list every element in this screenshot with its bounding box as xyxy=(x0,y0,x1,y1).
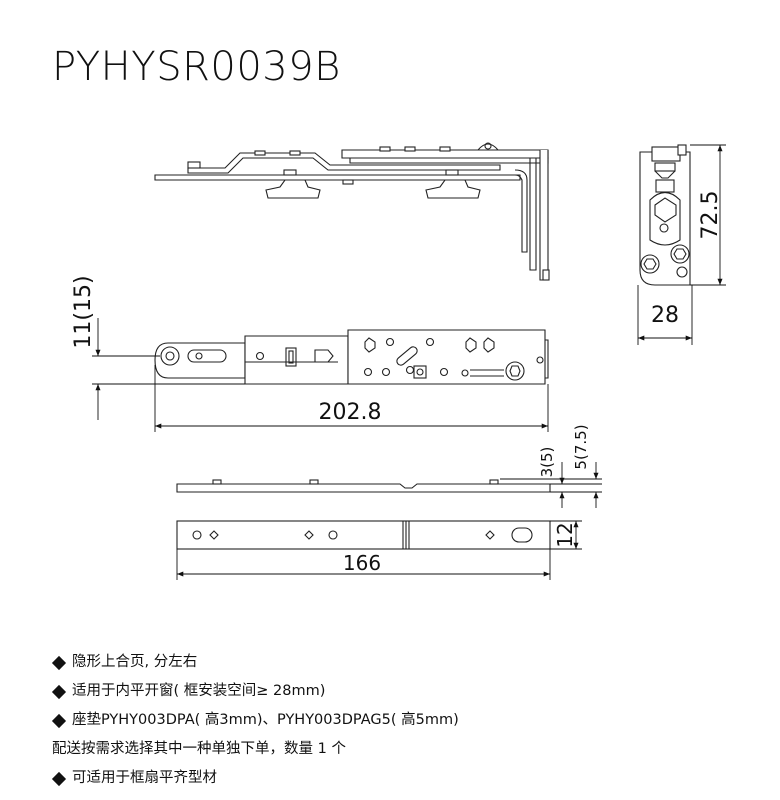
note-text: 可适用于框扇平齐型材 xyxy=(72,770,217,786)
diamond-bullet-icon xyxy=(51,771,67,786)
note-item: 座垫PYHY003DPA( 高3mm)、PYHY003DPAG5( 高5mm) xyxy=(51,706,459,735)
diamond-bullet-icon xyxy=(51,713,67,728)
note-item: 隐形上合页, 分左右 xyxy=(51,648,459,677)
gasket-dimension-lines xyxy=(500,462,602,508)
dim-gasket-length: 166 xyxy=(343,551,381,575)
dim-gasket-thin: 3(5) xyxy=(538,447,556,478)
gasket-plan-view xyxy=(176,520,551,550)
dim-side-width: 28 xyxy=(651,303,679,328)
dim-top-offset: 11(15) xyxy=(71,275,96,348)
note-item: 适用于内平开窗( 框安装空间≥ 28mm) xyxy=(51,677,459,706)
gasket-side-view xyxy=(176,479,551,493)
note-text: 座垫PYHY003DPA( 高3mm)、PYHY003DPAG5( 高5mm) xyxy=(72,712,459,728)
plan-dimension-lines xyxy=(92,318,549,432)
note-item: 配送按需求选择其中一种单独下单，数量 1 个 xyxy=(52,735,459,764)
diamond-bullet-icon xyxy=(51,684,67,699)
note-item: 可适用于框扇平齐型材 xyxy=(51,764,459,793)
diamond-bullet-icon xyxy=(51,655,67,670)
feature-notes: 隐形上合页, 分左右 适用于内平开窗( 框安装空间≥ 28mm) 座垫PYHY0… xyxy=(51,648,459,793)
note-text: 隐形上合页, 分左右 xyxy=(72,654,198,670)
technical-drawing: 72.5 28 xyxy=(71,142,726,580)
note-text: 配送按需求选择其中一种单独下单，数量 1 个 xyxy=(52,741,346,757)
dim-side-height: 72.5 xyxy=(698,191,723,240)
plan-view xyxy=(154,329,549,385)
side-dimension-lines xyxy=(637,144,726,345)
note-text: 适用于内平开窗( 框安装空间≥ 28mm) xyxy=(72,683,326,699)
front-elevation-view xyxy=(154,142,550,281)
side-view xyxy=(639,144,691,286)
dim-gasket-width: 12 xyxy=(553,522,577,547)
product-code-title: PYHYSR0039B xyxy=(52,44,341,90)
dim-gasket-thick: 5(7.5) xyxy=(572,424,590,469)
gasket-plan-dimension-lines xyxy=(176,520,582,580)
dim-top-length: 202.8 xyxy=(319,400,382,425)
